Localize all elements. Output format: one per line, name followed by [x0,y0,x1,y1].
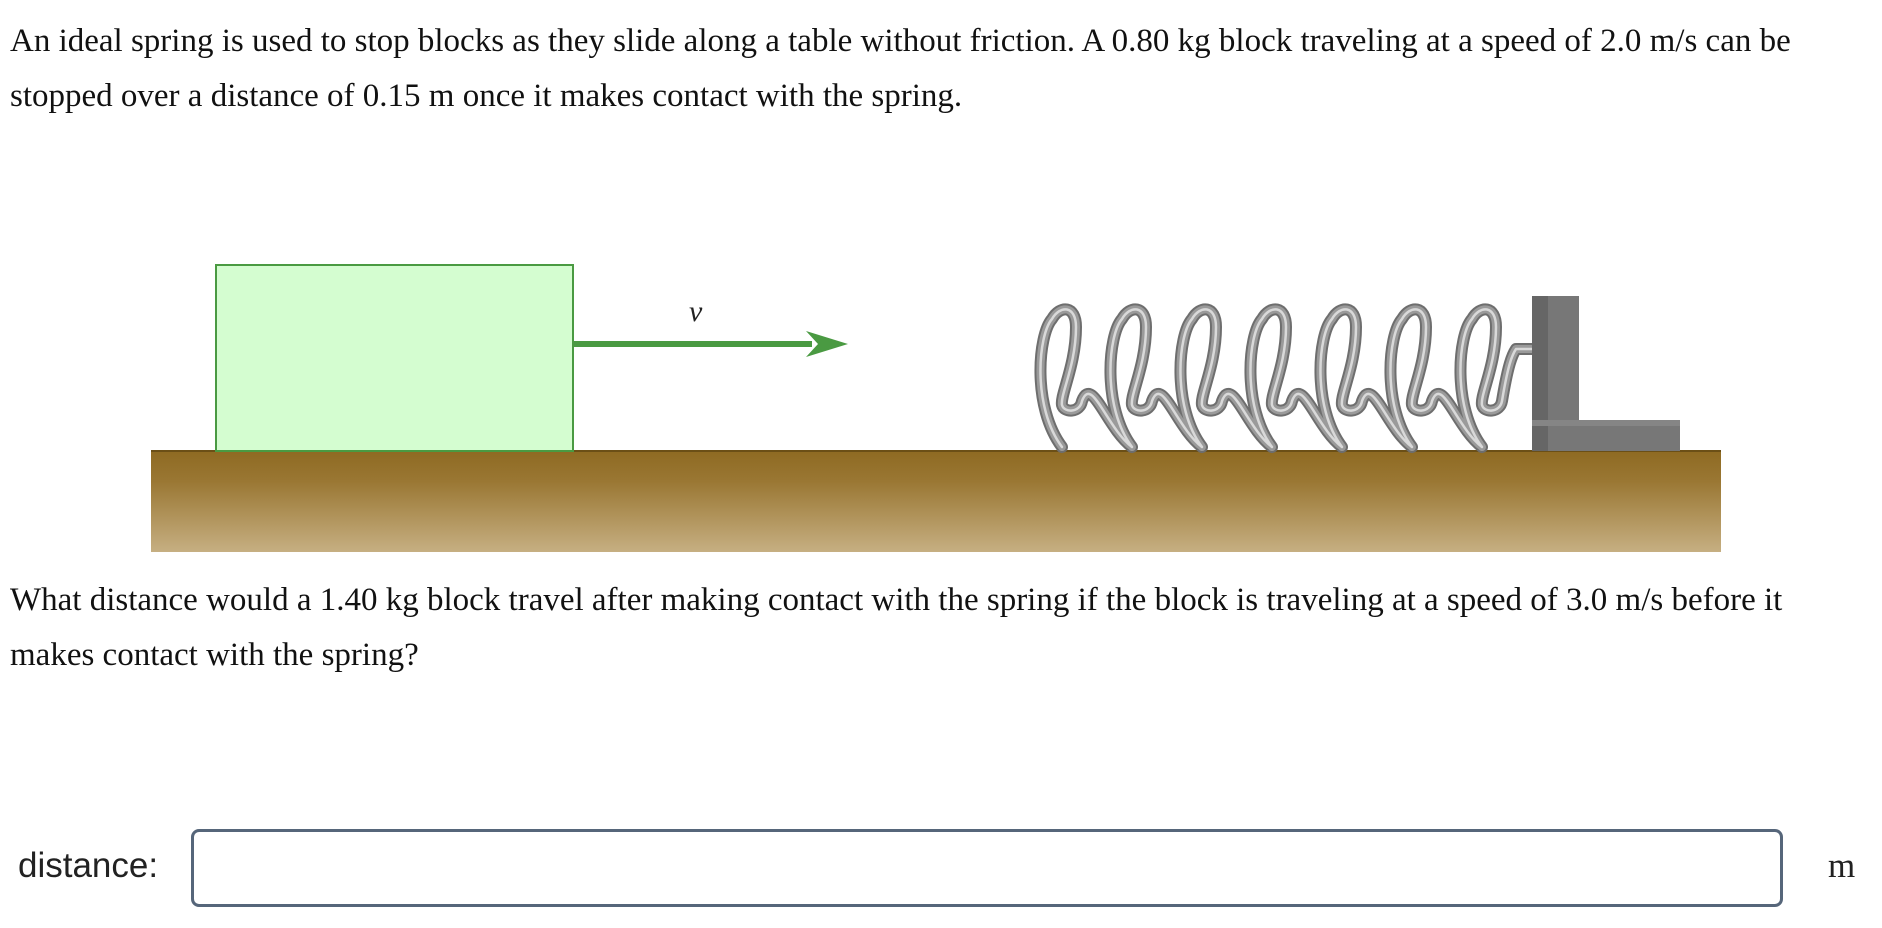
problem-intro: An ideal spring is used to stop blocks a… [10,23,1791,114]
problem-question: What distance would a 1.40 kg block trav… [10,582,1783,673]
spring-coil-highlight [1039,308,1534,449]
spring-coil [1036,305,1536,451]
spring [1034,303,1538,453]
table-surface [151,451,1721,552]
distance-input[interactable] [191,829,1783,907]
wall-stopper [1532,296,1680,451]
sliding-block [215,264,574,452]
answer-row: distance: m [0,822,1882,914]
distance-unit: m [1828,846,1856,885]
distance-label: distance: [18,846,159,885]
velocity-label: v [689,295,703,328]
velocity-arrow [573,331,848,357]
spring-coil-outline [1034,303,1538,453]
